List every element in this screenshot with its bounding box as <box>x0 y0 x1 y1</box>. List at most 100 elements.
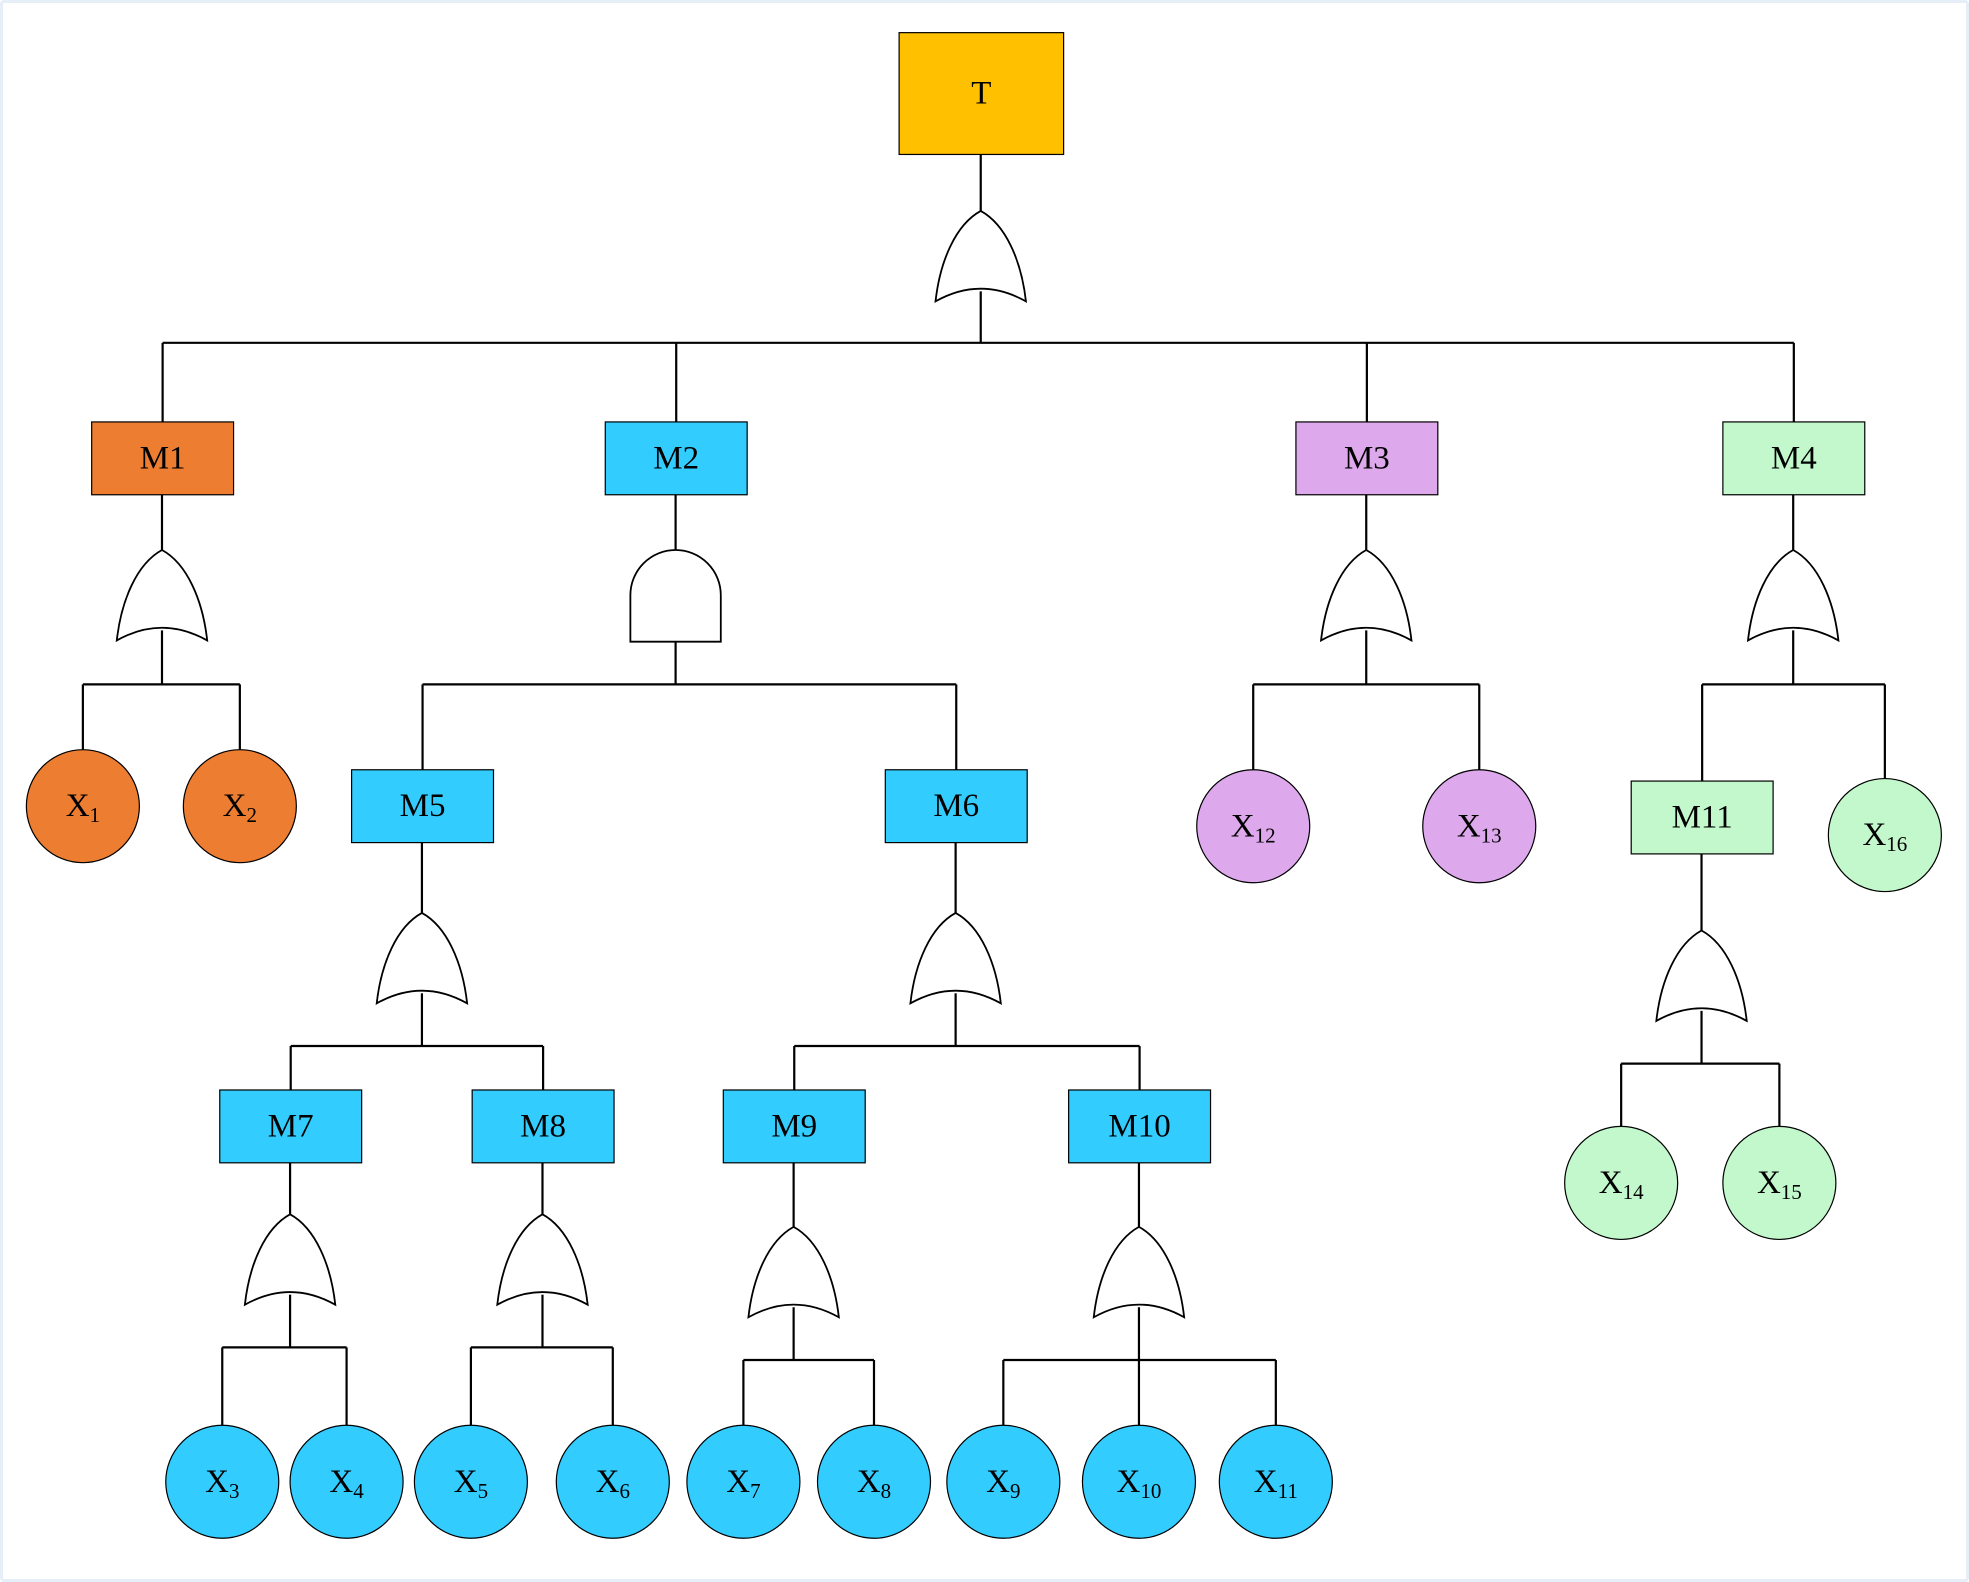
event-box-m1 <box>91 421 235 496</box>
or-gate-m3 <box>1319 548 1413 643</box>
and-gate-m2 <box>629 549 722 643</box>
or-gate-t <box>934 209 1028 304</box>
or-gate-m6 <box>909 911 1002 1005</box>
logic-gates <box>115 209 1840 1319</box>
basic-event-x16 <box>1827 777 1942 893</box>
event-box-m10 <box>1068 1089 1212 1164</box>
or-gate-m5 <box>375 911 469 1005</box>
event-label-x1: X1 <box>66 788 100 827</box>
event-label-main: X <box>1117 1464 1141 1500</box>
event-label-main: T <box>971 76 991 112</box>
event-label-main: X <box>857 1464 881 1500</box>
event-label-main: M1 <box>140 440 186 476</box>
event-label-x10: X10 <box>1117 1464 1162 1503</box>
or-gate-m4 <box>1746 548 1840 643</box>
event-label-main: M6 <box>933 788 979 824</box>
event-label-subscript: 3 <box>229 1479 240 1503</box>
basic-event-x2 <box>182 749 297 864</box>
basic-event-x6 <box>555 1424 670 1539</box>
event-label-main: X <box>596 1464 620 1500</box>
basic-event-x11 <box>1218 1424 1333 1539</box>
event-label-m3: M3 <box>1344 440 1390 476</box>
basic-event-x7 <box>686 1424 801 1539</box>
basic-event-x4 <box>289 1424 404 1539</box>
event-label-x13: X13 <box>1457 808 1502 847</box>
event-label-main: X <box>726 1464 750 1500</box>
event-label-main: X <box>66 788 90 824</box>
event-label-main: M8 <box>520 1108 566 1144</box>
event-label-main: X <box>1757 1165 1781 1201</box>
basic-event-x1 <box>25 749 140 864</box>
event-box-m4 <box>1722 421 1866 496</box>
event-box-t <box>898 32 1065 156</box>
event-label-subscript: 8 <box>881 1479 892 1503</box>
event-label-subscript: 14 <box>1623 1180 1645 1204</box>
event-label-x2: X2 <box>223 788 257 827</box>
event-label-m7: M7 <box>268 1108 314 1144</box>
event-label-subscript: 13 <box>1481 823 1502 847</box>
event-box-m7 <box>219 1089 363 1164</box>
event-label-m9: M9 <box>771 1108 817 1144</box>
event-label-main: X <box>1254 1464 1278 1500</box>
event-label-x8: X8 <box>857 1464 891 1503</box>
event-label-main: X <box>205 1464 229 1500</box>
event-label-x11: X11 <box>1254 1464 1298 1503</box>
event-label-main: X <box>223 788 247 824</box>
basic-event-x12 <box>1196 769 1311 884</box>
event-label-m10: M10 <box>1108 1108 1170 1144</box>
event-label-subscript: 10 <box>1140 1479 1161 1503</box>
event-label-x9: X9 <box>986 1464 1020 1503</box>
event-label-x7: X7 <box>726 1464 760 1503</box>
basic-event-x9 <box>946 1424 1061 1539</box>
or-gate-m8 <box>496 1213 589 1307</box>
event-label-x14: X14 <box>1599 1165 1644 1204</box>
event-label-x16: X16 <box>1862 817 1907 856</box>
event-label-x12: X12 <box>1231 808 1276 847</box>
connector-lines <box>81 154 1886 1426</box>
basic-event-x13 <box>1422 769 1537 884</box>
or-gate-m1 <box>115 548 209 643</box>
basic-event-x15 <box>1722 1125 1837 1241</box>
event-label-t: T <box>971 76 991 112</box>
event-label-main: M3 <box>1344 440 1390 476</box>
event-label-m11: M11 <box>1672 799 1733 835</box>
event-box-m2 <box>604 421 748 496</box>
basic-event-x14 <box>1564 1125 1679 1241</box>
event-label-subscript: 12 <box>1255 823 1276 847</box>
event-label-subscript: 16 <box>1886 832 1907 856</box>
event-label-m6: M6 <box>933 788 979 824</box>
event-label-main: X <box>1231 808 1255 844</box>
event-label-m2: M2 <box>653 440 699 476</box>
event-label-main: M9 <box>771 1108 817 1144</box>
event-label-x15: X15 <box>1757 1165 1802 1204</box>
or-gate-m9 <box>747 1225 840 1319</box>
event-label-main: X <box>986 1464 1010 1500</box>
event-label-x6: X6 <box>596 1464 630 1503</box>
basic-event-x3 <box>165 1424 280 1539</box>
event-label-subscript: 9 <box>1010 1479 1021 1503</box>
or-gate-m11 <box>1655 929 1748 1023</box>
event-label-subscript: 7 <box>750 1479 761 1503</box>
or-gate-m7 <box>243 1213 337 1307</box>
event-box-m5 <box>351 769 495 844</box>
event-label-main: X <box>454 1464 478 1500</box>
or-gate-m10 <box>1092 1225 1186 1319</box>
event-box-m11 <box>1630 780 1774 855</box>
event-box-m9 <box>722 1089 866 1164</box>
event-label-main: M11 <box>1672 799 1733 835</box>
event-box-m3 <box>1295 421 1439 496</box>
event-label-main: M7 <box>268 1108 314 1144</box>
event-label-x5: X5 <box>454 1464 488 1503</box>
event-label-subscript: 6 <box>619 1479 630 1503</box>
event-label-main: X <box>329 1464 353 1500</box>
event-label-main: X <box>1862 817 1886 853</box>
event-label-m4: M4 <box>1771 440 1817 476</box>
basic-event-x10 <box>1081 1424 1197 1539</box>
event-label-m1: M1 <box>140 440 186 476</box>
event-label-main: X <box>1599 1165 1623 1201</box>
event-box-m8 <box>471 1089 615 1164</box>
event-label-main: M10 <box>1108 1108 1170 1144</box>
